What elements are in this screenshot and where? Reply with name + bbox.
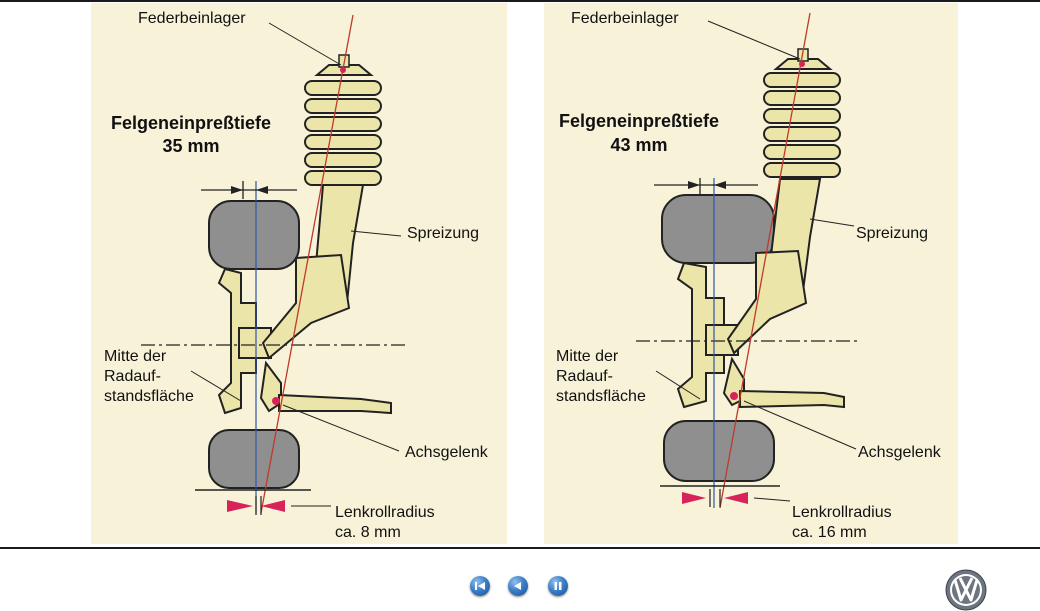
tire-upper [208,200,300,270]
label-strut-bearing: Federbeinlager [571,10,679,27]
steering-knuckle [261,253,351,360]
slide-navigation [0,566,1040,606]
label-inclination: Spreizung [856,225,929,242]
vw-logo [945,569,987,611]
label-contact-center-1: Mitte der [104,348,167,365]
suspension-illustration-left [141,14,407,515]
control-arm [278,393,392,415]
label-contact-center-3: standsfläche [556,388,646,405]
back-button[interactable] [508,576,528,596]
leader-lines [190,22,402,507]
label-offset-value: 43 mm [610,135,668,155]
rim [676,261,725,409]
leader-lines [655,20,857,502]
steering-axis-line [260,14,354,514]
label-contact-center-1: Mitte der [556,348,619,365]
scrub-marker-right [261,500,285,512]
label-contact-center-2: Radauf- [556,368,613,385]
label-scrub-radius: Lenkrollradius [792,504,892,521]
label-scrub-radius-value: ca. 8 mm [335,524,401,541]
diagram-offset-43: Federbeinlager Felgeneinpreßtiefe 43 mm … [544,3,958,544]
scrub-marker-right [724,492,748,504]
label-contact-center-3: standsfläche [104,388,194,405]
tire-lower [663,420,775,482]
steering-knuckle [726,249,808,355]
label-ball-joint: Achsgelenk [858,444,941,461]
label-scrub-radius-value: ca. 16 mm [792,524,867,541]
control-arm [739,389,845,409]
diagram-offset-35: Federbeinlager Felgeneinpreßtiefe 35 mm … [91,3,507,544]
rewind-button[interactable] [470,576,490,596]
back-icon [514,582,521,590]
label-scrub-radius: Lenkrollradius [335,504,435,521]
coil-spring [763,72,841,178]
label-offset-title: Felgeneinpreßtiefe [558,111,720,131]
scrub-marker-left [227,500,253,512]
label-inclination: Spreizung [407,225,480,242]
label-offset-value: 35 mm [162,136,220,156]
rewind-icon [475,582,485,590]
pause-icon [554,582,562,590]
label-strut-bearing: Federbeinlager [138,10,246,27]
top-divider [0,0,1040,2]
label-ball-joint: Achsgelenk [405,444,488,461]
rim [217,267,257,415]
coil-spring [304,80,382,186]
steering-axis-line [719,12,811,509]
pause-button[interactable] [548,576,568,596]
scrub-marker-left [682,492,706,504]
label-offset-title: Felgeneinpreßtiefe [110,113,272,133]
bottom-divider [0,547,1040,549]
tire-lower [208,429,300,489]
suspension-illustration-right [636,12,858,509]
label-contact-center-2: Radauf- [104,368,161,385]
